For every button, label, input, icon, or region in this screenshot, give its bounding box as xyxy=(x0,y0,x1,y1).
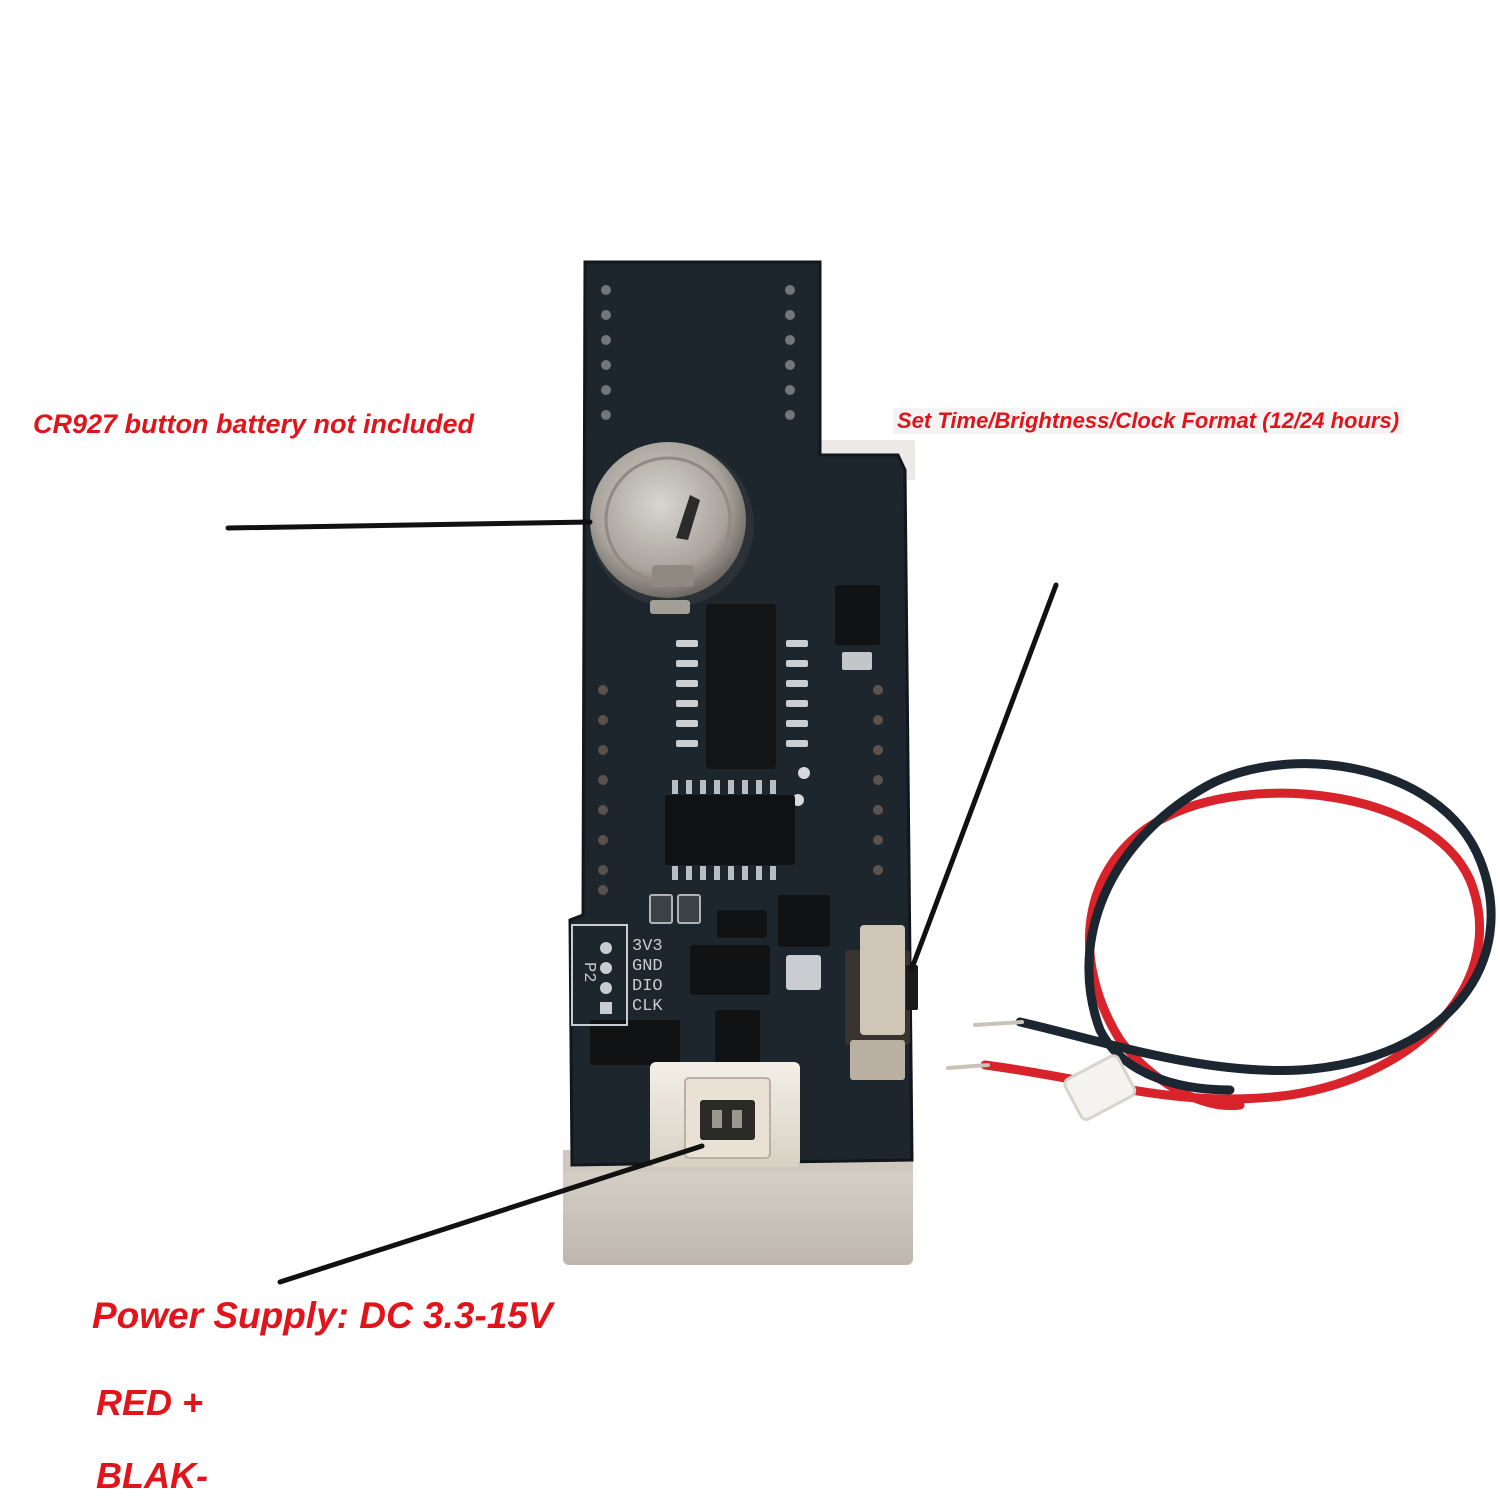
pin-label-clk: CLK xyxy=(632,997,663,1016)
pin-label-dio: DIO xyxy=(632,977,663,996)
battery-leader-line xyxy=(225,519,593,531)
pin-label-3v3: 3V3 xyxy=(632,937,663,956)
solder-pads-top xyxy=(601,285,795,420)
battery-note: CR927 button battery not included xyxy=(33,409,475,439)
leader-lines xyxy=(225,519,1059,1285)
red-wire-tip xyxy=(946,1063,990,1070)
header-label: P2 xyxy=(579,962,598,982)
slide-switch xyxy=(845,925,918,1080)
red-wire xyxy=(980,788,1485,1111)
cable-plug xyxy=(1063,1054,1137,1121)
power-note: Power Supply: DC 3.3-15V xyxy=(92,1295,553,1336)
black-wire xyxy=(1015,759,1496,1095)
header-p2: P2 3V3 GND DIO CLK xyxy=(571,924,663,1026)
power-leader-line xyxy=(277,1143,705,1285)
driver-chip xyxy=(665,780,795,880)
power-cable xyxy=(946,759,1496,1121)
red-wire-note: RED + xyxy=(96,1382,204,1423)
rtc-chip xyxy=(676,604,810,806)
set-note: Set Time/Brightness/Clock Format (12/24 … xyxy=(893,408,1404,434)
coin-battery-holder xyxy=(590,442,754,614)
black-wire-note: BLAK- xyxy=(96,1455,208,1496)
switch-leader-line xyxy=(909,582,1059,971)
smd-components xyxy=(590,585,880,1070)
black-wire-tip xyxy=(973,1020,1024,1027)
solder-pads-sides xyxy=(598,685,883,895)
power-connector xyxy=(650,1062,800,1167)
pin-label-gnd: GND xyxy=(632,957,663,976)
